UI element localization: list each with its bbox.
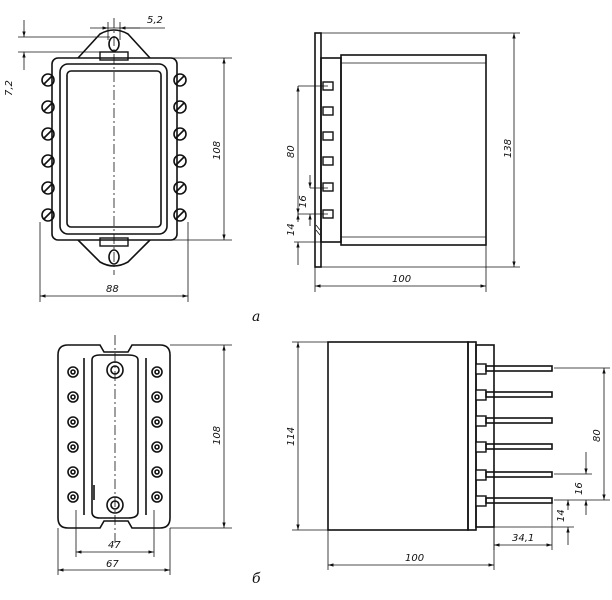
fig-a-side-view: 80 16 14 138 100 xyxy=(286,32,520,292)
fig-a-dim-14: 14 xyxy=(286,223,297,236)
fig-b-dim-67: 67 xyxy=(106,559,119,570)
fig-a-dim-80: 80 xyxy=(286,145,297,158)
fig-b-dim-14: 14 xyxy=(556,509,567,522)
fig-a-dim-7-2: 7,2 xyxy=(4,80,15,96)
fig-b-dim-114: 114 xyxy=(286,427,297,446)
fig-b-dim-16: 16 xyxy=(574,482,585,495)
fig-a-dim-5-2: 5,2 xyxy=(147,15,163,26)
fig-b-dim-80: 80 xyxy=(592,429,603,442)
fig-b-pins xyxy=(475,363,553,507)
fig-b-front-view: 108 47 67 xyxy=(57,335,232,575)
fig-b-dim-108: 108 xyxy=(212,426,223,445)
mount-hole-bottom xyxy=(108,249,120,265)
fig-a-terminals-right xyxy=(173,73,187,222)
fig-a-front-view: 5,2 7,2 108 88 xyxy=(4,15,232,302)
fig-b-terminals-right xyxy=(151,366,163,503)
fig-b-dim-100: 100 xyxy=(405,553,424,564)
fig-a-dim-88: 88 xyxy=(106,284,119,295)
fig-a-dim-16: 16 xyxy=(298,195,309,208)
fig-b-terminals-left xyxy=(67,366,79,503)
fig-a-dim-108: 108 xyxy=(212,141,223,160)
fig-b-label: б xyxy=(252,571,261,587)
fig-b-dim-34-1: 34,1 xyxy=(512,533,534,544)
fig-b-dim-47: 47 xyxy=(108,540,121,551)
fig-a-dim-138: 138 xyxy=(503,139,514,158)
fig-a-label: а xyxy=(252,309,260,325)
fig-a-dim-100: 100 xyxy=(392,274,411,285)
fig-a-terminals-left xyxy=(41,73,55,222)
fig-b-side-view: 114 80 16 14 34,1 100 xyxy=(286,341,610,570)
